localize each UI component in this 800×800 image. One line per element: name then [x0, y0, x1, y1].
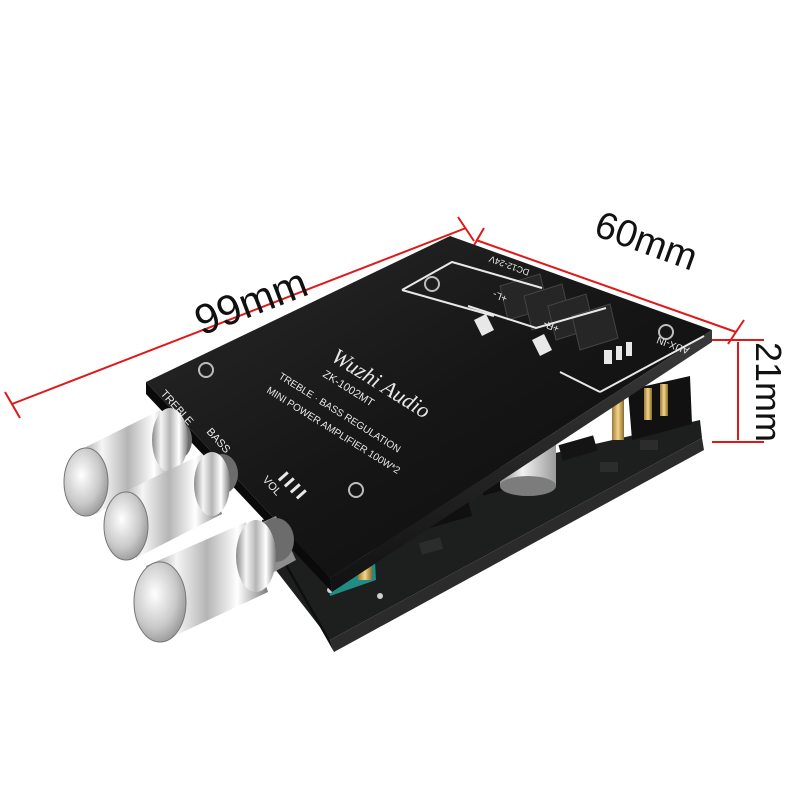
screw-hole — [424, 276, 440, 292]
dimension-label-height: 21mm — [748, 342, 789, 442]
bass-knob[interactable] — [103, 452, 238, 561]
volume-knob[interactable] — [133, 516, 296, 643]
dimension-line-width — [475, 239, 737, 333]
screw-hole — [658, 324, 674, 340]
dimension-lines — [4, 216, 764, 443]
screw-hole — [198, 362, 214, 378]
cover-board: Wuzhi Audio ZK-1002MT TREBLE · BASS REGU… — [146, 236, 712, 592]
left-channel-label: +L- — [491, 288, 509, 303]
aux-plug-icon — [604, 342, 632, 364]
right-channel-label: +R- — [542, 318, 561, 334]
aux-jack — [628, 376, 692, 440]
volume-bars-icon — [277, 471, 307, 500]
treble-knob[interactable] — [63, 408, 192, 517]
dimension-line-length — [11, 227, 467, 405]
speaker-icon — [474, 314, 552, 356]
screw-hole — [348, 482, 364, 498]
dimension-label-width: 60mm — [589, 204, 703, 280]
